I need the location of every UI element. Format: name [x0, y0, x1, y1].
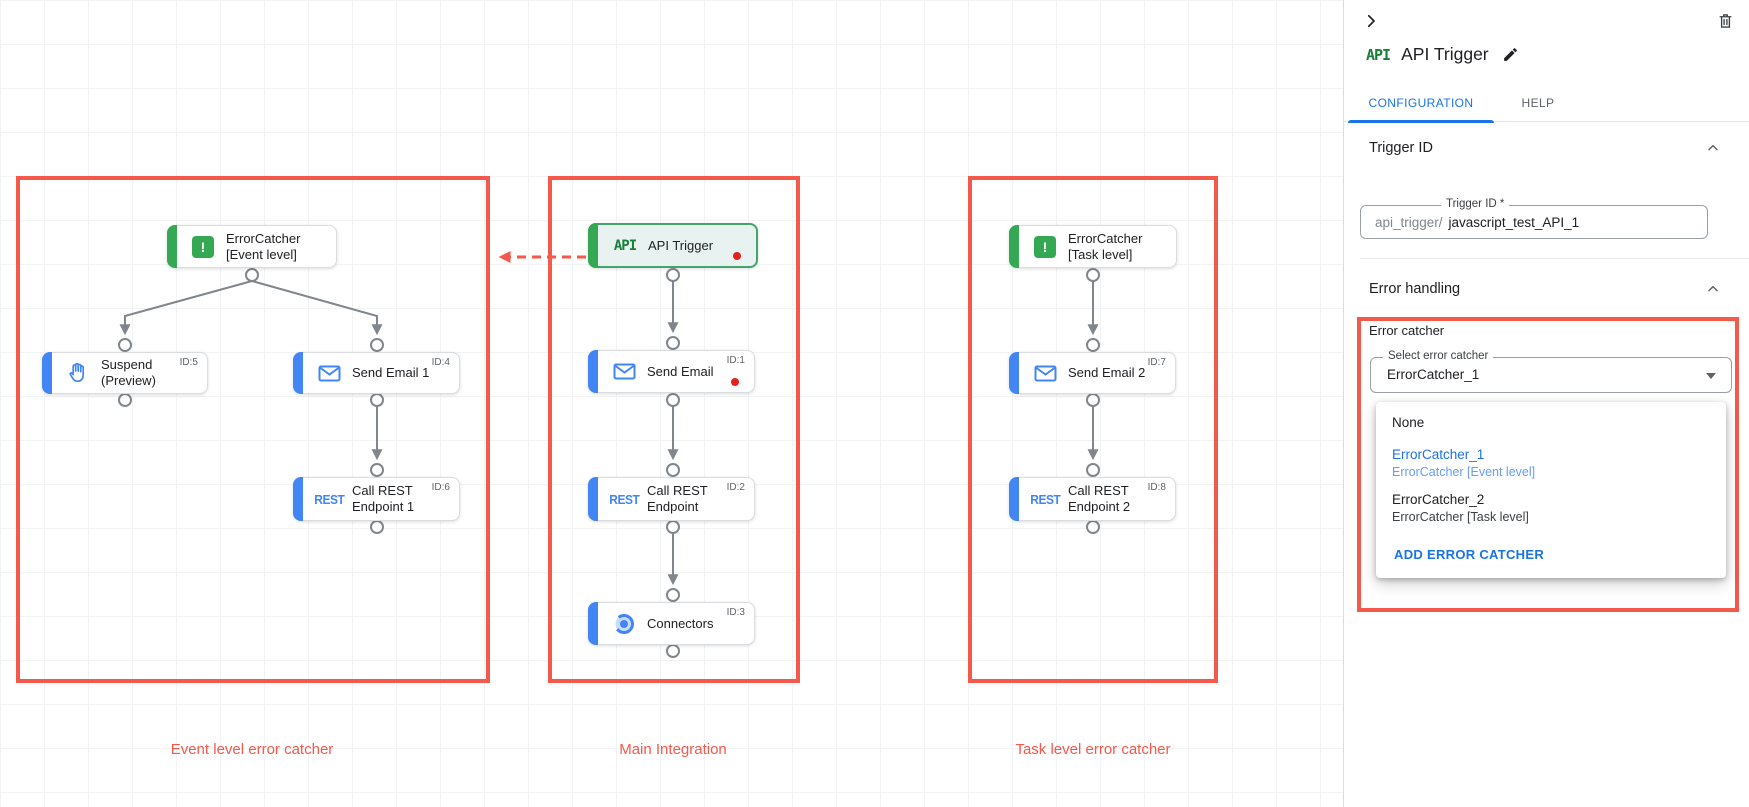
event-level-group-outline — [16, 176, 490, 683]
trigger-id-value[interactable]: javascript_test_API_1 — [1448, 214, 1580, 230]
node-accent-bar — [588, 223, 598, 268]
node-title: Connectors — [647, 615, 714, 631]
node-accent-bar — [588, 602, 598, 645]
panel-header: API API Trigger — [1366, 44, 1519, 65]
collapse-trigger-id-button[interactable] — [1703, 138, 1723, 158]
node-id-badge: ID:5 — [179, 357, 198, 368]
section-title-trigger-id: Trigger ID — [1369, 140, 1433, 156]
hand-icon — [63, 361, 93, 385]
node-title: ErrorCatcher [Task level] — [1068, 230, 1143, 262]
select-error-catcher-value: ErrorCatcher_1 — [1387, 367, 1480, 382]
node-call-rest-endpoint[interactable]: REST Call REST Endpoint ID:2 — [588, 477, 755, 521]
email-icon — [314, 365, 344, 382]
trigger-id-field[interactable]: Trigger ID * api_trigger/ javascript_tes… — [1360, 198, 1708, 239]
tab-help[interactable]: HELP — [1521, 96, 1555, 110]
menu-item-errorcatcher-1[interactable]: ErrorCatcher_1 — [1392, 447, 1485, 462]
section-title-error-handling: Error handling — [1369, 281, 1461, 297]
chevron-up-icon — [1708, 144, 1718, 151]
node-accent-bar — [1009, 225, 1019, 268]
config-panel: API API Trigger CONFIGURATION HELP Trigg… — [1343, 0, 1749, 807]
node-accent-bar — [42, 352, 52, 394]
node-id-badge: ID:1 — [726, 355, 745, 366]
api-icon: API — [1366, 45, 1391, 64]
node-title: Suspend (Preview) — [101, 357, 156, 388]
node-accent-bar — [1009, 477, 1019, 521]
collapse-error-handling-button[interactable] — [1703, 279, 1723, 299]
error-catcher-icon: ! — [188, 235, 218, 258]
node-id-badge: ID:4 — [431, 357, 450, 368]
trash-icon — [1719, 14, 1731, 28]
tab-configuration[interactable]: CONFIGURATION — [1344, 84, 1498, 123]
page-title: API Trigger — [1401, 44, 1489, 64]
task-level-group-outline — [968, 176, 1218, 683]
node-id-badge: ID:6 — [431, 482, 450, 493]
node-title: ErrorCatcher [Event level] — [226, 230, 301, 262]
chevron-right-icon — [1367, 14, 1375, 28]
trigger-id-prefix: api_trigger/ — [1375, 214, 1443, 230]
node-accent-bar — [293, 477, 303, 521]
node-id-badge: ID:7 — [1147, 357, 1166, 368]
error-catcher-icon: ! — [1030, 235, 1060, 258]
delete-trigger-button[interactable] — [1712, 8, 1738, 34]
node-title: Call REST Endpoint 1 — [352, 483, 415, 514]
menu-item-errorcatcher-1-desc[interactable]: ErrorCatcher [Event level] — [1392, 465, 1536, 479]
rest-icon: REST — [608, 491, 640, 507]
email-icon — [1030, 365, 1060, 382]
collapse-panel-button[interactable] — [1358, 8, 1384, 34]
node-title: Call REST Endpoint — [647, 483, 708, 514]
menu-item-errorcatcher-2-desc[interactable]: ErrorCatcher [Task level] — [1392, 510, 1529, 524]
node-send-email-2[interactable]: Send Email 2 ID:7 — [1009, 352, 1176, 394]
panel-tabs: CONFIGURATION HELP — [1344, 84, 1749, 123]
node-title: API Trigger — [648, 237, 714, 253]
group-label-task-level: Task level error catcher — [1015, 741, 1171, 758]
node-send-email[interactable]: Send Email ID:1 — [588, 350, 755, 393]
select-error-catcher-label: Select error catcher — [1383, 350, 1494, 362]
dropdown-arrow-icon — [1706, 373, 1716, 379]
main-integration-group-outline — [548, 176, 800, 683]
rest-icon: REST — [1029, 491, 1061, 507]
error-catcher-label: Error catcher — [1369, 323, 1445, 338]
group-label-main-integration: Main Integration — [619, 741, 727, 758]
rest-icon: REST — [313, 491, 345, 507]
node-title: Send Email — [647, 363, 714, 379]
section-divider — [1360, 258, 1749, 259]
chevron-up-icon — [1708, 285, 1718, 292]
node-id-badge: ID:2 — [726, 482, 745, 493]
node-errorcatcher-event-level[interactable]: ! ErrorCatcher [Event level] — [167, 225, 337, 268]
connectors-icon — [609, 612, 639, 636]
node-title: Send Email 1 — [352, 365, 430, 381]
pencil-icon — [1503, 48, 1517, 61]
menu-item-none[interactable]: None — [1392, 415, 1425, 430]
node-accent-bar — [1009, 352, 1019, 394]
node-id-badge: ID:3 — [726, 607, 745, 618]
group-label-event-level: Event level error catcher — [170, 741, 334, 758]
email-icon — [609, 363, 639, 380]
node-send-email-1[interactable]: Send Email 1 ID:4 — [293, 352, 460, 394]
node-suspend-preview[interactable]: Suspend (Preview) ID:5 — [42, 352, 208, 394]
api-icon: API — [613, 237, 637, 254]
integration-canvas[interactable]: ! ErrorCatcher [Event level] Suspend (Pr… — [0, 0, 1343, 807]
node-call-rest-endpoint-2[interactable]: REST Call REST Endpoint 2 ID:8 — [1009, 477, 1176, 521]
node-accent-bar — [588, 477, 598, 521]
node-accent-bar — [588, 350, 598, 393]
node-title: Call REST Endpoint 2 — [1068, 483, 1131, 514]
node-title: Send Email 2 — [1068, 365, 1146, 381]
error-alert-dot — [733, 252, 741, 260]
error-alert-dot — [731, 378, 739, 386]
node-api-trigger[interactable]: API API Trigger — [588, 223, 758, 268]
menu-item-errorcatcher-2[interactable]: ErrorCatcher_2 — [1392, 492, 1485, 507]
node-accent-bar — [293, 352, 303, 394]
add-error-catcher-button[interactable]: ADD ERROR CATCHER — [1394, 547, 1545, 562]
node-connectors[interactable]: Connectors ID:3 — [588, 602, 755, 645]
select-error-catcher[interactable]: Select error catcher ErrorCatcher_1 — [1370, 350, 1732, 393]
edit-title-button[interactable] — [1502, 46, 1519, 63]
node-accent-bar — [167, 225, 177, 268]
node-errorcatcher-task-level[interactable]: ! ErrorCatcher [Task level] — [1009, 225, 1177, 268]
node-id-badge: ID:8 — [1147, 482, 1166, 493]
error-catcher-dropdown-menu: None ErrorCatcher_1 ErrorCatcher [Event … — [1376, 402, 1726, 578]
trigger-id-field-label: Trigger ID * — [1441, 198, 1510, 210]
node-call-rest-endpoint-1[interactable]: REST Call REST Endpoint 1 ID:6 — [293, 477, 460, 521]
error-catcher-highlight-outline — [1357, 317, 1739, 612]
